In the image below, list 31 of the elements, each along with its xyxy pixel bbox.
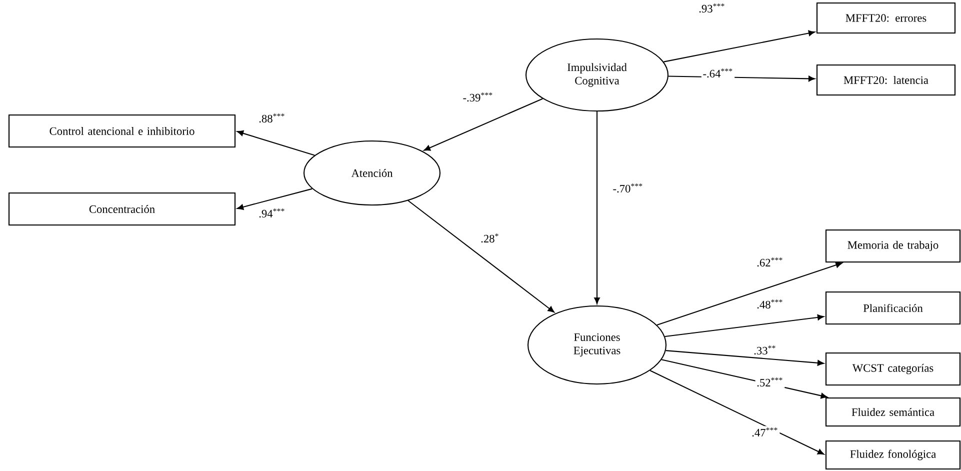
path-arrow [664, 314, 824, 338]
indicator-box: Fluidez semántica [825, 397, 961, 427]
indicator-box: MFFT20: latencia [816, 64, 956, 96]
path-coefficient: .47$^{***}$ [750, 426, 780, 438]
indicator-box: MFFT20: errores [816, 2, 956, 34]
indicator-box: Concentración [8, 192, 236, 226]
indicator-box: WCST categorías [825, 352, 961, 386]
path-coefficient: .52$^{***}$ [755, 376, 785, 388]
path-arrow [664, 30, 816, 62]
path-arrow [656, 262, 842, 326]
path-arrow [236, 130, 315, 156]
indicator-box: Fluidez fonológica [825, 440, 961, 470]
path-coefficient: .33$^{**}$ [752, 344, 778, 356]
path-arrow [666, 350, 824, 366]
path-arrow [424, 98, 543, 151]
path-coefficient: -.39$^{***}$ [461, 91, 495, 103]
path-coefficient: .94$^{***}$ [257, 207, 287, 219]
indicator-box: Control atencional e inhibitorio [8, 114, 236, 148]
path-arrow [236, 188, 312, 210]
path-arrow [408, 200, 554, 313]
path-arrow [594, 112, 600, 304]
path-coefficient: .88$^{***}$ [257, 112, 287, 124]
path-arrow [650, 370, 824, 455]
path-coefficient: -.64$^{***}$ [701, 67, 735, 79]
path-coefficient: -.70$^{***}$ [611, 182, 645, 194]
indicator-box: Planificación [825, 291, 961, 325]
indicator-box: Memoria de trabajo [825, 229, 961, 263]
path-coefficient: .48$^{***}$ [755, 298, 785, 310]
path-coefficient: .28$^{*}$ [479, 232, 501, 244]
path-coefficient: .62$^{***}$ [755, 256, 785, 268]
path-coefficient: .93$^{***}$ [697, 2, 727, 14]
